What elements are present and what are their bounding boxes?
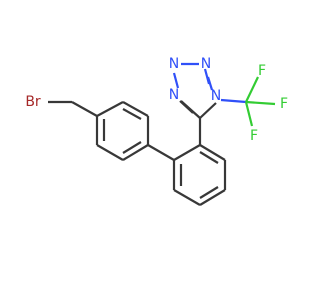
fluorine-atom-label-bottom: F — [250, 128, 258, 144]
benzene-ring-lower — [172, 144, 227, 206]
tetrazole-ring — [172, 62, 217, 119]
chemical-structure: Br N N N N F F F — [25, 56, 288, 206]
benzene-ring-upper — [95, 101, 150, 161]
bromine-atom-label: Br — [25, 94, 41, 110]
bromomethyl-group — [48, 100, 98, 117]
fluorine-atom-label-right: F — [280, 96, 288, 112]
nitrogen-atom-label-n2: N — [201, 56, 211, 72]
nitrogen-atom-label-n3: N — [169, 56, 179, 72]
nitrogen-atom-label-n1: N — [211, 88, 221, 104]
trifluoromethyl-group — [220, 76, 276, 127]
fluorine-atom-label-top: F — [258, 63, 266, 79]
biaryl-bond — [147, 144, 175, 161]
nitrogen-atom-label-n4: N — [169, 87, 179, 103]
